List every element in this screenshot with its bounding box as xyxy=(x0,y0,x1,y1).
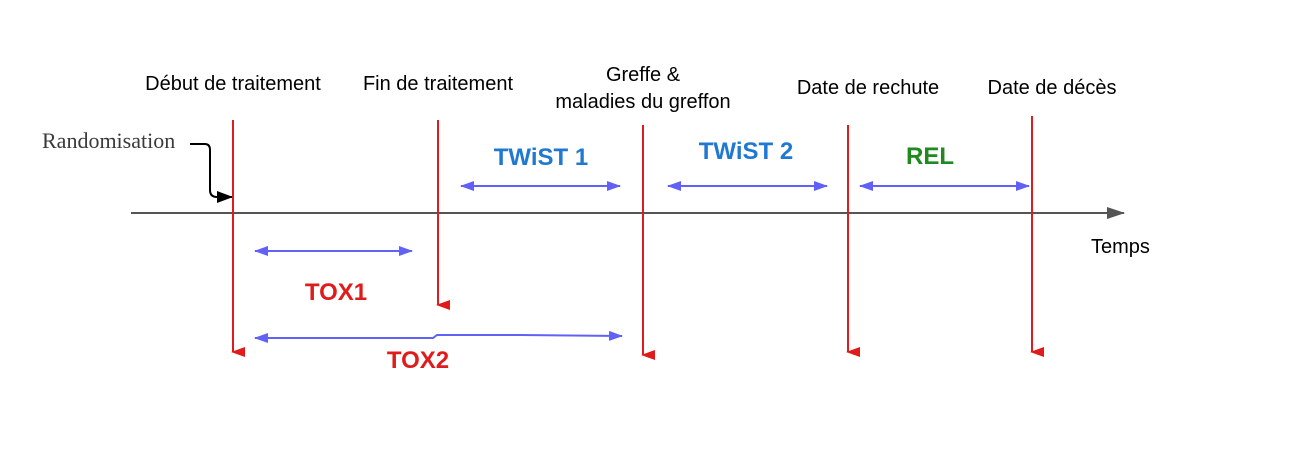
period-label-tox1: TOX1 xyxy=(305,279,367,306)
randomisation-arrow xyxy=(190,143,233,203)
event-label-greffe-line2: maladies du greffon xyxy=(555,91,730,113)
period-label-twist1: TWiST 1 xyxy=(494,144,588,171)
period-label-twist2: TWiST 2 xyxy=(699,138,793,165)
period-label-rel: REL xyxy=(906,143,954,170)
period-arrow-tox2 xyxy=(254,330,623,343)
axis-label-temps: Temps xyxy=(1091,236,1150,258)
event-label-debut: Début de traitement xyxy=(145,73,321,95)
period-label-tox2: TOX2 xyxy=(387,347,449,374)
randomisation-label: Randomisation xyxy=(42,128,175,153)
event-label-deces: Date de décès xyxy=(988,77,1117,99)
event-label-rechute: Date de rechute xyxy=(797,77,939,99)
event-label-fin: Fin de traitement xyxy=(363,73,514,95)
event-label-greffe-line1: Greffe & xyxy=(606,64,681,86)
